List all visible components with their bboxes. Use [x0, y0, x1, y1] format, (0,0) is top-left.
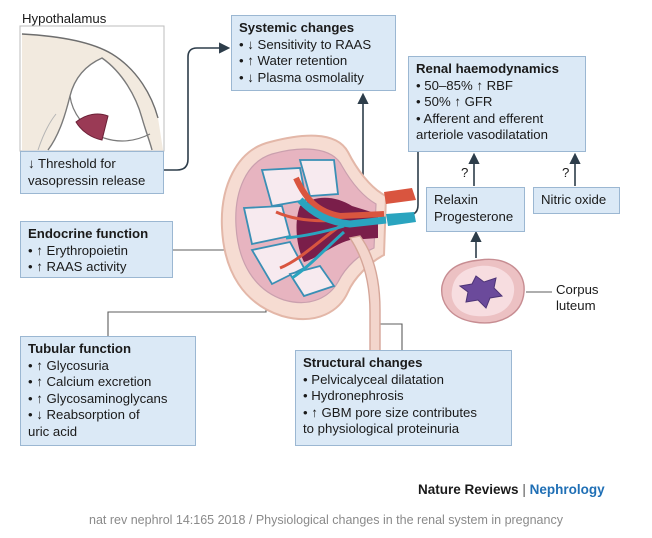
- vasopressin-threshold-box: ↓ Threshold for vasopressin release: [20, 151, 164, 194]
- systemic-item: • ↓ Plasma osmolality: [239, 69, 364, 85]
- hypothalamus-label: Hypothalamus: [22, 11, 107, 26]
- structural-changes-box: Structural changes • Pelvicalyceal dilat…: [295, 350, 512, 446]
- question-mark-nitric-oxide: ?: [562, 165, 570, 180]
- corpus-luteum-label-1: Corpus: [556, 282, 599, 297]
- structural-item: • Hydronephrosis: [303, 388, 404, 404]
- figure-caption: nat rev nephrol 14:165 2018 / Physiologi…: [89, 513, 563, 527]
- tubular-item: • ↓ Reabsorption of: [28, 407, 140, 423]
- kidney-illustration: [220, 134, 416, 361]
- tubular-function-title: Tubular function: [28, 341, 132, 356]
- systemic-changes-title: Systemic changes: [239, 20, 355, 35]
- hypothalamus-illustration: [19, 25, 165, 152]
- tubular-item: • ↑ Glycosaminoglycans: [28, 390, 168, 406]
- tubular-item: • ↑ Glycosuria: [28, 357, 109, 373]
- tubular-item-continued: uric acid: [28, 423, 78, 439]
- endocrine-item: • ↑ RAAS activity: [28, 259, 127, 275]
- journal-section: Nephrology: [529, 482, 605, 497]
- vasopressin-line-2: vasopressin release: [28, 172, 146, 188]
- journal-brand: Nature Reviews | Nephrology: [418, 482, 605, 497]
- tubular-function-box: Tubular function • ↑ Glycosuria • ↑ Calc…: [20, 336, 196, 446]
- journal-name: Nature Reviews: [418, 482, 519, 497]
- brand-separator: |: [522, 482, 526, 497]
- tubular-item: • ↑ Calcium excretion: [28, 374, 152, 390]
- renal-item-continued: arteriole vasodilatation: [416, 127, 548, 143]
- systemic-changes-box: Systemic changes • ↓ Sensitivity to RAAS…: [231, 15, 396, 91]
- vasopressin-line-1: ↓ Threshold for: [28, 156, 116, 171]
- corpus-luteum-label-2: luteum: [556, 298, 596, 313]
- structural-changes-title: Structural changes: [303, 355, 423, 370]
- systemic-item: • ↑ Water retention: [239, 53, 348, 69]
- endocrine-function-box: Endocrine function • ↑ Erythropoietin • …: [20, 221, 173, 278]
- renal-haemodynamics-title: Renal haemodynamics: [416, 61, 559, 76]
- renal-item: • Afferent and efferent: [416, 110, 544, 126]
- nitric-oxide-label: Nitric oxide: [541, 192, 607, 207]
- structural-item-continued: to physiological proteinuria: [303, 421, 460, 437]
- endocrine-function-title: Endocrine function: [28, 226, 149, 241]
- nitric-oxide-box: Nitric oxide: [533, 187, 620, 214]
- endocrine-item: • ↑ Erythropoietin: [28, 242, 128, 258]
- relaxin-progesterone-box: Relaxin Progesterone: [426, 187, 525, 232]
- renal-item: • 50% ↑ GFR: [416, 94, 493, 110]
- question-mark-relaxin: ?: [461, 165, 469, 180]
- renal-haemodynamics-box: Renal haemodynamics • 50–85% ↑ RBF • 50%…: [408, 56, 586, 152]
- structural-item: • ↑ GBM pore size contributes: [303, 404, 477, 420]
- corpus-luteum-illustration: [441, 258, 525, 324]
- renal-item: • 50–85% ↑ RBF: [416, 77, 513, 93]
- progesterone-label: Progesterone: [434, 208, 514, 224]
- structural-item: • Pelvicalyceal dilatation: [303, 371, 444, 387]
- relaxin-label: Relaxin: [434, 192, 478, 207]
- systemic-item: • ↓ Sensitivity to RAAS: [239, 36, 372, 52]
